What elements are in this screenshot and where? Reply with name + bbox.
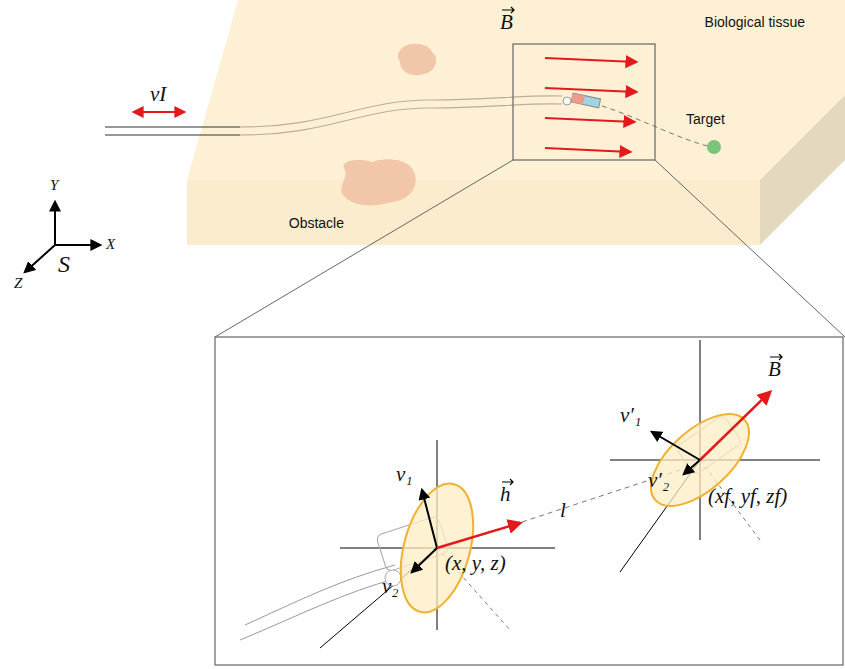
- axis-label: Z: [14, 276, 22, 291]
- target-label: Target: [686, 112, 725, 126]
- frame-label: S: [58, 252, 70, 276]
- zoom-line: [215, 160, 513, 337]
- length-label: l: [560, 500, 566, 521]
- velocity-label: vI: [150, 84, 166, 105]
- start-frame: [240, 440, 680, 648]
- field-arrows: [545, 58, 636, 152]
- axis-label: Y: [50, 178, 58, 193]
- velocity-arrow: [134, 111, 184, 113]
- field-label: B: [768, 359, 781, 380]
- tissue-slab: Biological tissueObstacle: [187, 0, 845, 245]
- vector-label: h: [500, 484, 511, 505]
- axis-label: X: [106, 237, 115, 252]
- zoom-window: [513, 44, 655, 160]
- position-label: (xf, yf, zf): [708, 486, 787, 507]
- obstacle-blob: [341, 159, 416, 205]
- tissue-side: [760, 95, 845, 245]
- tissue-front: [187, 180, 760, 245]
- node-text: Biological tissue: [705, 14, 805, 30]
- obstacle-region: Obstacle: [376, 181, 384, 185]
- vector-label: v₂: [382, 576, 399, 597]
- zoom-panel: [215, 337, 843, 665]
- obstacle-blob: [398, 44, 436, 76]
- field-label: B: [500, 12, 513, 33]
- node-text: Obstacle: [289, 215, 344, 231]
- vector-label: v₁: [396, 464, 413, 485]
- catheter: [105, 93, 601, 135]
- vector-accent: [502, 7, 782, 485]
- final-frame: [610, 340, 820, 572]
- tissue-top: [187, 0, 845, 180]
- position-label: (x, y, z): [445, 553, 506, 574]
- vector-label: v′₂: [648, 470, 669, 491]
- vector-label: v′₁: [620, 405, 641, 426]
- zoom-line: [655, 160, 845, 337]
- target-dot: [707, 140, 721, 154]
